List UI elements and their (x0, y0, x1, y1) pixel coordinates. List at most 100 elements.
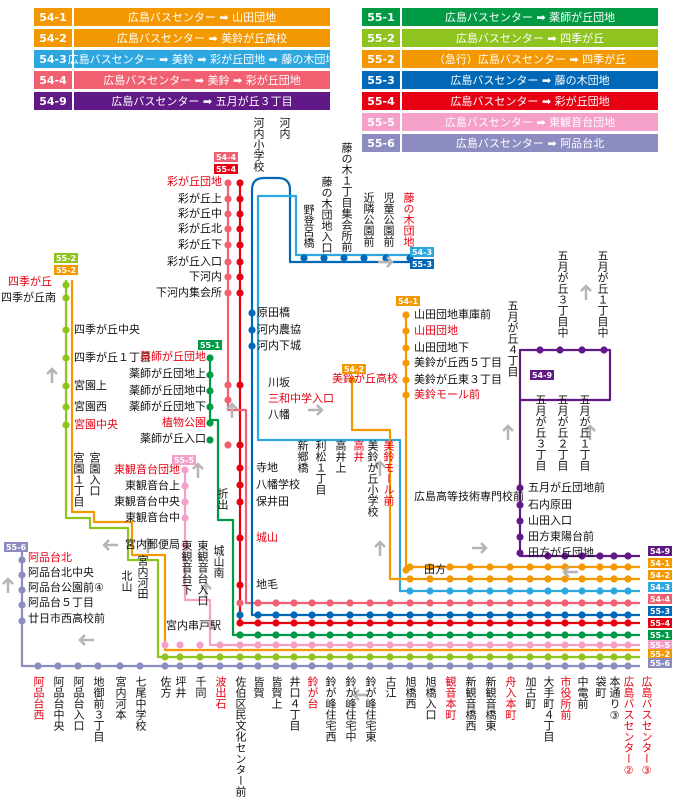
stop-name: 原田橋 (257, 306, 290, 319)
stop-marker (406, 619, 414, 627)
route-tag: 54-1 (396, 296, 420, 306)
stop-name: 石内原田 (528, 498, 572, 511)
stop-marker (62, 281, 70, 289)
route-tag: 55-1 (198, 340, 222, 350)
stop-marker (610, 631, 618, 639)
stop-marker (561, 575, 569, 583)
stop-marker (578, 619, 586, 627)
stop-marker (466, 563, 474, 571)
stop-marker (254, 611, 262, 619)
stop-name: 新郷橋 (296, 440, 309, 473)
stop-name: 廿日市西高校前 (28, 612, 105, 625)
stop-marker (426, 641, 434, 649)
stop-marker (236, 619, 244, 627)
stop-marker (544, 575, 552, 583)
stop-marker (466, 575, 474, 583)
stop-marker (366, 631, 374, 639)
stop-marker (406, 575, 414, 583)
stop-marker (610, 599, 618, 607)
stop-marker (596, 662, 604, 670)
stop-name: 袋町 (594, 676, 607, 698)
stop-marker (486, 631, 494, 639)
direction-arrow (46, 367, 58, 383)
stop-marker (544, 619, 552, 627)
stop-name: 美鈴モール前 (414, 388, 480, 401)
stop-marker (236, 210, 244, 218)
stop-marker (254, 641, 262, 649)
stop-name: 阿品台北中央 (28, 566, 94, 579)
stop-marker (610, 552, 618, 560)
stop-marker (506, 631, 514, 639)
legend-destination: 広島バスセンター ➡ 東観音台団地 (402, 113, 658, 131)
stop-name: 古江 (384, 676, 397, 698)
stop-marker (486, 575, 494, 583)
stop-marker (446, 599, 454, 607)
stop-marker (516, 484, 524, 492)
stop-marker (386, 619, 394, 627)
stop-marker (578, 599, 586, 607)
route-54-2-line (350, 377, 640, 581)
stop-marker (516, 533, 524, 541)
stop-marker (326, 619, 334, 627)
stop-name: 東観音台下 (180, 540, 193, 595)
stop-marker (624, 599, 632, 607)
stop-marker (136, 662, 144, 670)
stop-marker (596, 653, 604, 661)
stop-marker (300, 254, 308, 262)
stop-name: 彩が丘北 (178, 222, 222, 235)
stop-name: 宮内河本 (114, 676, 127, 720)
legend-code: 54-4 (34, 71, 72, 89)
stop-marker (224, 179, 232, 187)
stop-marker (346, 619, 354, 627)
stop-name: 坪井 (174, 676, 187, 698)
stop-marker (62, 354, 70, 362)
stop-marker (596, 619, 604, 627)
stop-marker (596, 575, 604, 583)
stop-marker (366, 619, 374, 627)
legend-destination: （急行）広島バスセンター ➡ 四季が丘 (402, 50, 658, 68)
stop-marker (236, 258, 244, 266)
route-tag-right: 54-9 (648, 546, 672, 556)
stop-marker (224, 273, 232, 281)
stop-marker (236, 631, 244, 639)
legend-destination: 広島バスセンター ➡ 四季が丘 (402, 29, 658, 47)
stop-name: 河内小学校 (252, 117, 265, 172)
stop-marker (224, 441, 232, 449)
stop-marker (18, 601, 26, 609)
stop-marker (561, 599, 569, 607)
stop-marker (206, 403, 214, 411)
stop-marker (308, 599, 316, 607)
direction-arrow (352, 689, 368, 701)
stop-marker (624, 631, 632, 639)
stop-name: 児童公園前 (382, 192, 395, 247)
legend-code: 54-9 (34, 92, 72, 110)
stop-marker (578, 662, 586, 670)
stop-marker (290, 611, 298, 619)
stop-marker (506, 641, 514, 649)
stop-marker (346, 611, 354, 619)
stop-marker (386, 631, 394, 639)
stop-marker (236, 273, 244, 281)
stop-marker (426, 611, 434, 619)
stop-marker (526, 611, 534, 619)
stop-marker (326, 662, 334, 670)
stop-marker (290, 599, 298, 607)
stop-marker (62, 403, 70, 411)
stop-marker (406, 662, 414, 670)
stop-marker (62, 294, 70, 302)
stop-marker (544, 641, 552, 649)
stop-marker (236, 653, 244, 661)
stop-name: 山田団地下 (414, 341, 469, 354)
stop-marker (176, 641, 184, 649)
stop-name: 宮内河田 (136, 555, 149, 599)
stop-marker (624, 575, 632, 583)
stop-marker (600, 346, 608, 354)
stop-marker (624, 611, 632, 619)
direction-arrow (2, 577, 14, 593)
stop-marker (176, 662, 184, 670)
stop-marker (578, 346, 586, 354)
stop-marker (466, 619, 474, 627)
stop-name: 利松１丁目 (314, 440, 327, 495)
